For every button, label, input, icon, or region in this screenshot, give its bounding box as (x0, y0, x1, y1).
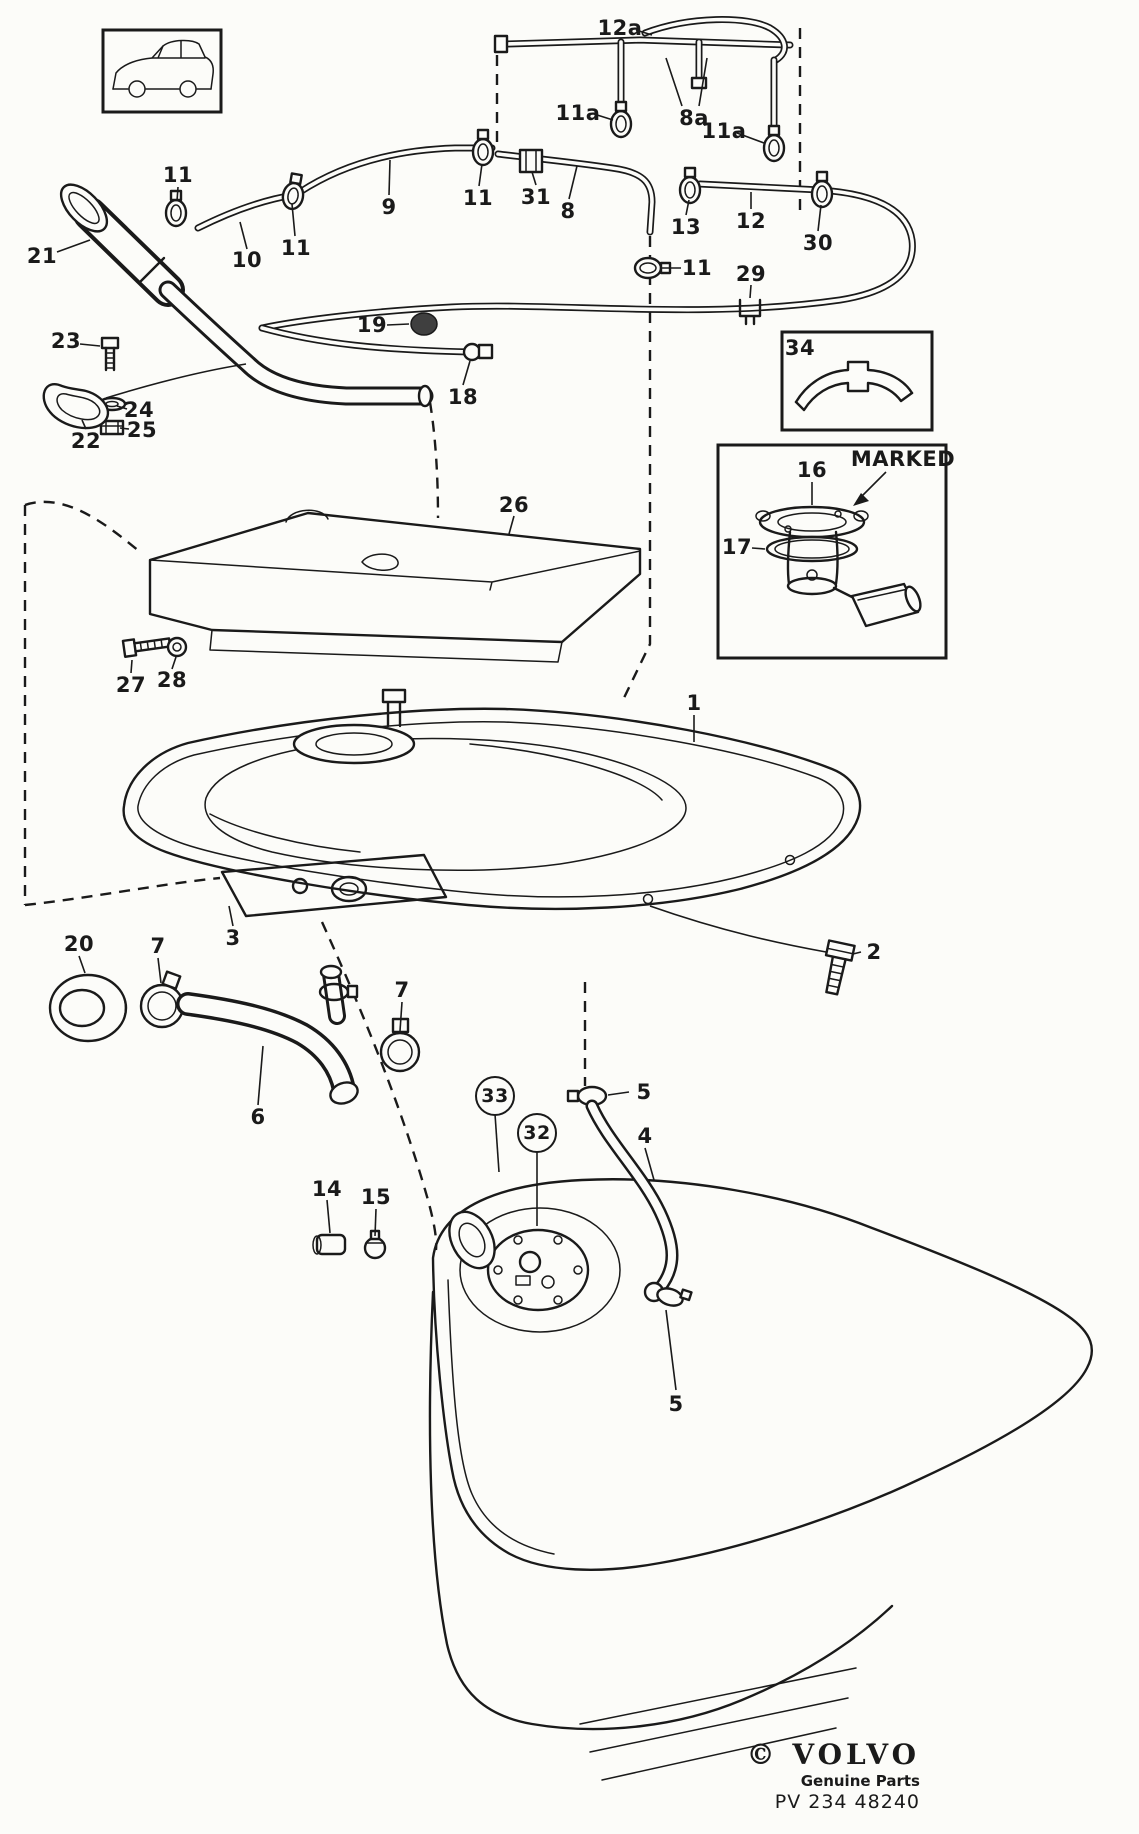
shield-screw-washer (121, 636, 188, 658)
hose-clamp-large-right (379, 1017, 421, 1073)
catalog-number: PV 234 48240 (774, 1791, 920, 1813)
fuel-sender-inset (716, 443, 948, 660)
hose-clamp-large-left (139, 970, 185, 1029)
filler-pipe (59, 183, 434, 408)
genuine-parts-text: Genuine Parts (800, 1772, 920, 1790)
flange-bolt (649, 905, 856, 996)
gasket-pad (220, 853, 448, 918)
tank-top-cover (122, 688, 862, 911)
vent-hose-4 (566, 1085, 693, 1307)
heat-shield (148, 509, 642, 663)
elbow-hose (176, 964, 359, 1105)
leader-lines (56, 29, 862, 1391)
clamp-bracket-hardware (42, 336, 247, 436)
bushing-and-clamp (312, 1229, 387, 1260)
vent-hose-assembly (493, 16, 794, 163)
fuel-tank (428, 1178, 1094, 1781)
marked-arrowhead (853, 493, 869, 506)
dashed-guide-lines (23, 28, 802, 1251)
car-icon (101, 28, 223, 114)
volvo-logo: © VOLVO (746, 1738, 920, 1771)
fuel-hoses (164, 128, 916, 362)
branding-block: © VOLVO Genuine Parts PV 234 48240 (735, 1738, 920, 1813)
bracket-inset (780, 330, 934, 432)
grommet (48, 973, 128, 1043)
